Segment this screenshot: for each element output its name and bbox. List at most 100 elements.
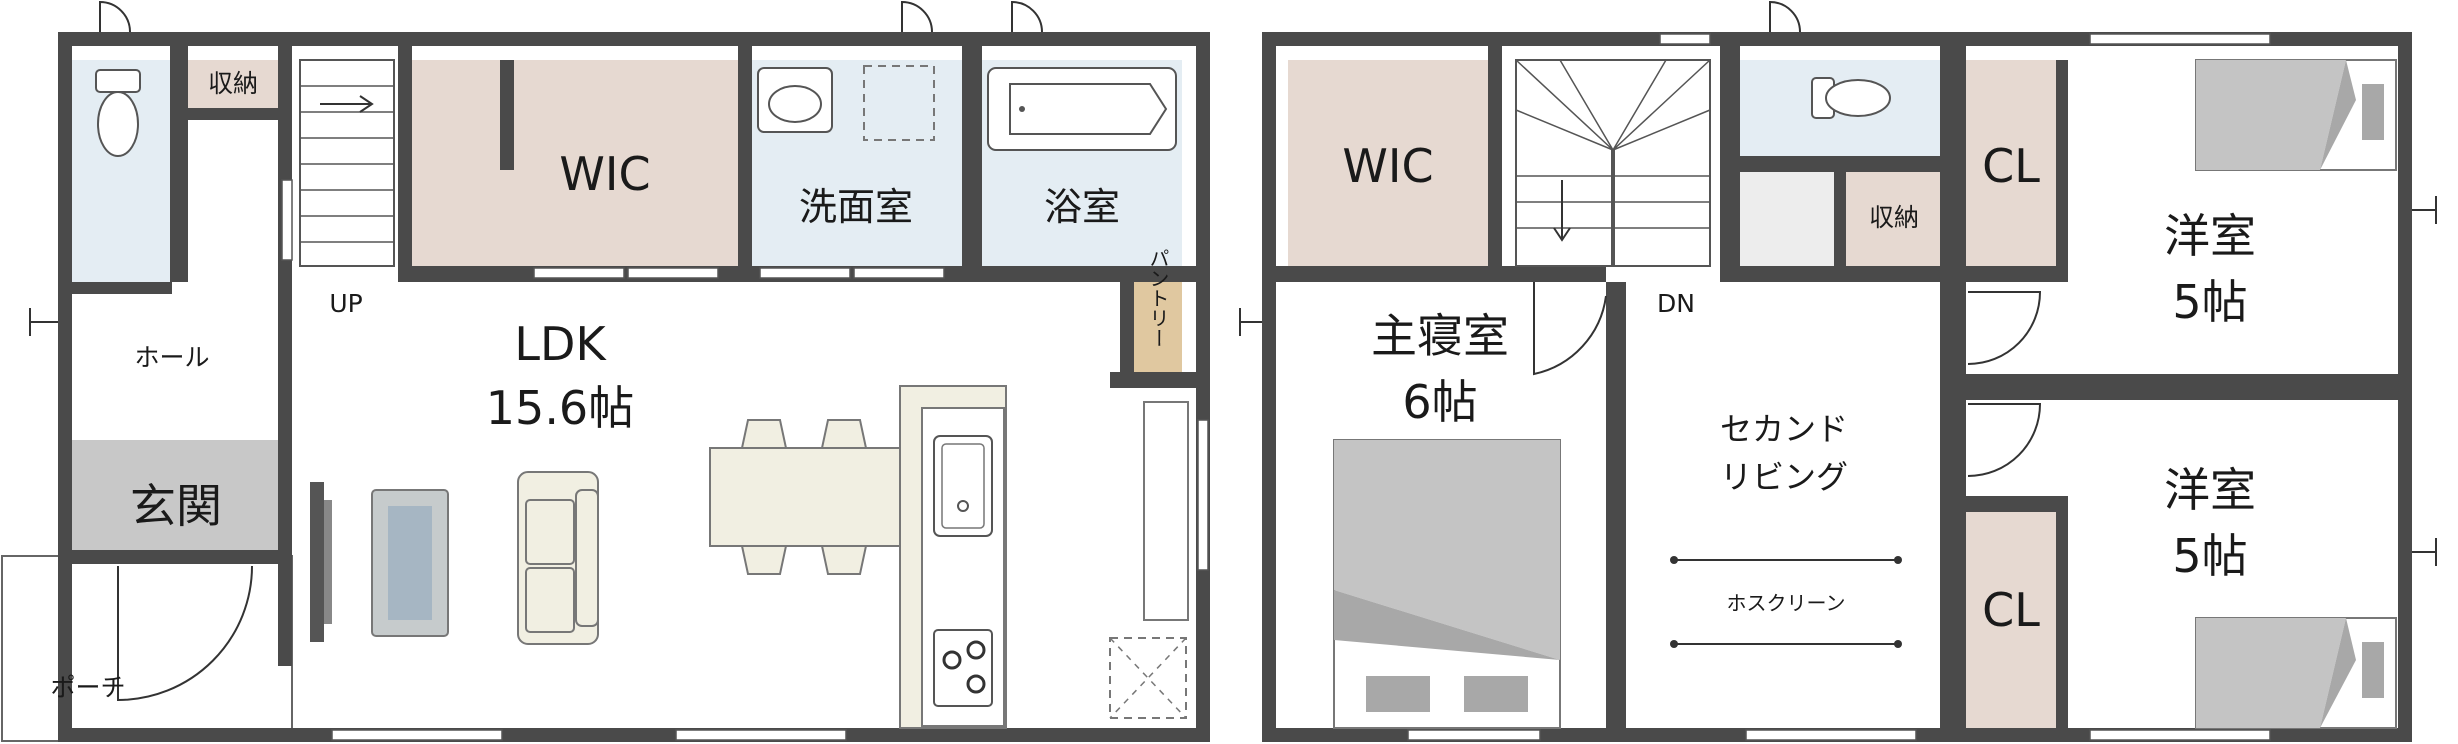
door-swing xyxy=(901,0,933,33)
window xyxy=(533,267,625,279)
stair-box xyxy=(299,59,395,267)
wall xyxy=(278,46,292,666)
wall xyxy=(962,46,982,282)
wall xyxy=(1966,496,2068,512)
wall xyxy=(188,108,278,120)
storage-label: 収納 xyxy=(208,69,258,98)
pantry-label: パントリー xyxy=(1146,248,1170,348)
kitchen-sink-icon xyxy=(933,435,993,537)
door-swing xyxy=(2412,538,2437,566)
window xyxy=(853,267,945,279)
dn-label: DN xyxy=(1657,289,1695,318)
washing-machine-space xyxy=(863,65,935,141)
western-bottom-name: 洋室 xyxy=(2164,463,2256,517)
stairs-floor1 xyxy=(299,59,395,267)
pantry-floor xyxy=(1134,282,1182,372)
wic2-label: WIC xyxy=(1342,139,1433,193)
sofa-back xyxy=(575,489,599,627)
master-size: 6帖 xyxy=(1402,375,1477,429)
hoscreen-label: ホスクリーン xyxy=(1727,591,1846,615)
porch-label: ポーチ xyxy=(50,673,125,702)
wall xyxy=(170,46,188,282)
pillow xyxy=(1366,676,1430,712)
cl-top-floor xyxy=(1966,60,2056,266)
door-swing xyxy=(99,0,131,33)
wall xyxy=(1720,46,1740,282)
wall xyxy=(2056,60,2068,266)
sofa-seat xyxy=(525,499,575,565)
window xyxy=(675,729,847,741)
washroom-label: 洗面室 xyxy=(799,185,913,229)
western-bottom-size: 5帖 xyxy=(2172,529,2247,583)
stair-winder xyxy=(1515,59,1711,152)
wall xyxy=(398,46,412,282)
window xyxy=(1659,33,1711,45)
window xyxy=(759,267,851,279)
ldk-size-label: 15.6帖 xyxy=(486,381,634,435)
window xyxy=(2089,33,2271,45)
rug-inner xyxy=(388,506,432,620)
hoscreen-poles-icon xyxy=(1670,556,1902,648)
chair xyxy=(820,419,868,449)
wall xyxy=(1120,282,1134,388)
bed-western-top xyxy=(2195,59,2397,171)
stair-arrow-icon xyxy=(1553,180,1571,242)
pillow xyxy=(2362,84,2384,140)
cl-bottom-label: CL xyxy=(1982,583,2040,637)
cl-bottom-floor xyxy=(1966,512,2056,728)
burner xyxy=(966,674,986,694)
porch-area xyxy=(1,555,293,742)
tv-screen xyxy=(324,500,332,624)
wall xyxy=(1740,156,1940,172)
burner xyxy=(966,640,986,660)
wall xyxy=(1276,266,1606,282)
door-swing xyxy=(1967,403,2042,477)
bed-cover xyxy=(2196,618,2346,728)
door-swing xyxy=(1533,282,1607,376)
wic-label: WIC xyxy=(559,147,650,201)
pole-end xyxy=(1894,556,1902,564)
storage-floor xyxy=(188,60,278,108)
toilet-fixture-icon xyxy=(95,69,141,157)
wall xyxy=(1966,374,2398,400)
wall xyxy=(2056,512,2068,728)
window xyxy=(1407,729,1541,741)
bed-master xyxy=(1333,439,1561,729)
toilet-bowl xyxy=(1825,79,1891,117)
cl-top-label: CL xyxy=(1982,139,2040,193)
bed-fold xyxy=(1334,590,1560,660)
burner xyxy=(942,650,962,670)
door-swing xyxy=(117,565,253,702)
door-swing xyxy=(29,308,58,336)
window xyxy=(1745,729,1917,741)
stove-icon xyxy=(933,629,993,707)
pillow xyxy=(2362,642,2384,698)
wic-floor xyxy=(412,60,738,266)
bed-fold xyxy=(2320,618,2356,728)
chair xyxy=(740,419,788,449)
door-swing xyxy=(2412,196,2437,224)
window xyxy=(331,729,503,741)
wic2-floor xyxy=(1288,60,1488,266)
refrigerator xyxy=(1143,401,1189,621)
wall xyxy=(500,60,514,170)
hall-label: ホール xyxy=(134,343,209,372)
dining-set xyxy=(709,419,903,575)
wall xyxy=(1966,266,2068,282)
pole-end xyxy=(1670,640,1678,648)
master-name: 主寝室 xyxy=(1371,309,1509,363)
door-swing xyxy=(1011,0,1043,33)
vanity-sink-icon xyxy=(757,65,935,141)
pole-end xyxy=(1894,640,1902,648)
landing-floor xyxy=(1740,172,1834,266)
window xyxy=(2089,729,2271,741)
wall xyxy=(58,282,172,294)
dining-table xyxy=(709,447,903,547)
second-living-line1: セカンド xyxy=(1720,410,1848,448)
tv-board xyxy=(310,482,332,642)
kitchen xyxy=(899,385,1007,729)
wall xyxy=(1940,46,1966,728)
toilet2-fixture-icon xyxy=(1811,77,1891,119)
wall xyxy=(1606,282,1626,728)
